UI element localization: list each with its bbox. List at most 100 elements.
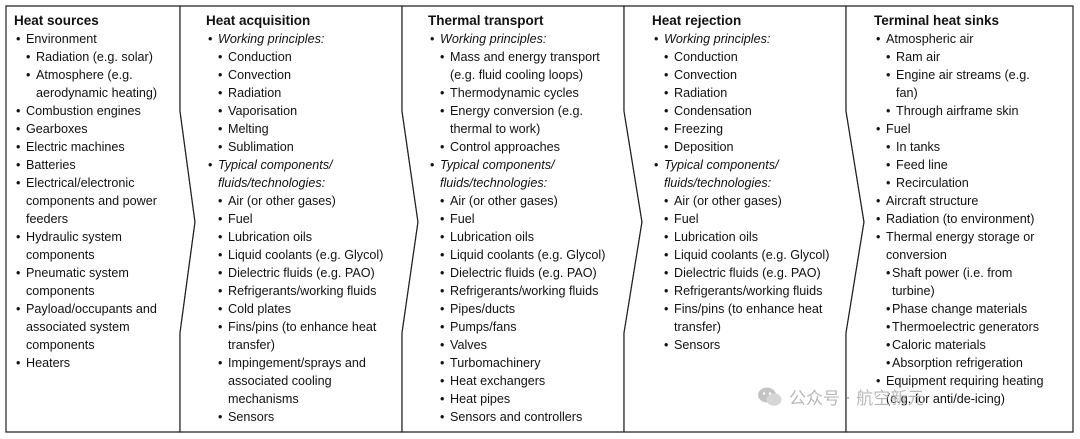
list-item: Lubrication oils: [428, 228, 624, 246]
list-item-continuation: transfer): [228, 338, 275, 352]
list-item: Engine air streams (e.g.: [874, 66, 1072, 84]
list-item-continuation: associated cooling: [228, 374, 332, 388]
section-header: Typical components/: [652, 156, 848, 174]
list-item: Dielectric fluids (e.g. PAO): [652, 264, 848, 282]
list-item: Valves: [428, 336, 624, 354]
list-item: Payload/occupants and: [14, 300, 182, 318]
list-item-continuation: components: [26, 248, 95, 262]
section-header: Working principles:: [428, 30, 624, 48]
list-item: Convection: [652, 66, 848, 84]
list-item: Melting: [206, 120, 402, 138]
list-item: Batteries: [14, 156, 182, 174]
list-item: Thermal energy storage or: [874, 228, 1072, 246]
list-item-continuation: (e.g. fluid cooling loops): [450, 68, 584, 82]
list-item: Sublimation: [206, 138, 402, 156]
item-list: EnvironmentRadiation (e.g. solar)Atmosph…: [14, 30, 182, 372]
list-item: Heat exchangers: [428, 372, 624, 390]
wechat-icon: [758, 387, 782, 406]
column-title: Thermal transport: [428, 13, 544, 28]
list-item-continuation: components: [26, 284, 95, 298]
list-item: Aircraft structure: [874, 192, 1072, 210]
list-item: Through airframe skin: [874, 102, 1072, 120]
list-item-continuation: fluids/technologies:: [664, 176, 772, 190]
section-header: Typical components/: [428, 156, 624, 174]
list-item: Cold plates: [206, 300, 402, 318]
list-item-continuation: mechanisms: [228, 392, 299, 406]
list-item-continuation: fan): [896, 86, 918, 100]
list-item: Convection: [206, 66, 402, 84]
section-header: Working principles:: [652, 30, 848, 48]
list-item: Liquid coolants (e.g. Glycol): [206, 246, 402, 264]
list-item: Air (or other gases): [652, 192, 848, 210]
list-item: Fins/pins (to enhance heat: [206, 318, 402, 336]
list-item: Control approaches: [428, 138, 624, 156]
list-item: Lubrication oils: [652, 228, 848, 246]
item-list: Atmospheric airRam airEngine air streams…: [874, 30, 1072, 408]
list-item-continuation: (e.g. for anti/de-icing): [886, 392, 1005, 406]
list-item: Combustion engines: [14, 102, 182, 120]
list-item: Sensors: [206, 408, 402, 426]
list-item: Vaporisation: [206, 102, 402, 120]
list-item: Feed line: [874, 156, 1072, 174]
list-item-continuation: fluids/technologies:: [218, 176, 326, 190]
list-item: Radiation: [206, 84, 402, 102]
list-item: Pneumatic system: [14, 264, 182, 282]
list-item: Absorption refrigeration: [874, 354, 1072, 372]
list-item: Refrigerants/working fluids: [206, 282, 402, 300]
list-item: Heaters: [14, 354, 182, 372]
list-item: Radiation (to environment): [874, 210, 1072, 228]
list-item: Radiation: [652, 84, 848, 102]
list-item-continuation: components and power: [26, 194, 157, 208]
list-item: Conduction: [652, 48, 848, 66]
item-list: Working principles:Mass and energy trans…: [428, 30, 624, 426]
list-item-continuation: fluids/technologies:: [440, 176, 548, 190]
list-item-continuation: associated system: [26, 320, 130, 334]
list-item: Pumps/fans: [428, 318, 624, 336]
list-item: Heat pipes: [428, 390, 624, 408]
list-item: Electrical/electronic: [14, 174, 182, 192]
list-item: Pipes/ducts: [428, 300, 624, 318]
list-item: Air (or other gases): [428, 192, 624, 210]
list-item: Recirculation: [874, 174, 1072, 192]
list-item-continuation: feeders: [26, 212, 69, 226]
list-item-continuation: conversion: [886, 248, 947, 262]
column-heat-sources: Heat sources EnvironmentRadiation (e.g. …: [14, 6, 182, 432]
column-title: Heat sources: [14, 13, 99, 28]
watermark-text: 公众号 · 航空新元: [789, 389, 925, 409]
list-item: Thermodynamic cycles: [428, 84, 624, 102]
column-thermal-transport: Thermal transport Working principles:Mas…: [428, 6, 624, 432]
list-item: Refrigerants/working fluids: [652, 282, 848, 300]
list-item: Phase change materials: [874, 300, 1072, 318]
list-item: Refrigerants/working fluids: [428, 282, 624, 300]
list-item: Environment: [14, 30, 182, 48]
watermark: 公众号 · 航空新元: [757, 384, 924, 409]
column-terminal-heat-sinks: Terminal heat sinks Atmospheric airRam a…: [874, 6, 1072, 432]
list-item: In tanks: [874, 138, 1072, 156]
list-item: Air (or other gases): [206, 192, 402, 210]
section-header: Working principles:: [206, 30, 402, 48]
list-item: Liquid coolants (e.g. Glycol): [428, 246, 624, 264]
list-item: Hydraulic system: [14, 228, 182, 246]
list-item: Equipment requiring heating: [874, 372, 1072, 390]
section-header: Typical components/: [206, 156, 402, 174]
list-item: Deposition: [652, 138, 848, 156]
list-item: Gearboxes: [14, 120, 182, 138]
list-item: Fuel: [428, 210, 624, 228]
list-item-continuation: aerodynamic heating): [36, 86, 158, 100]
list-item: Turbomachinery: [428, 354, 624, 372]
list-item: Fuel: [874, 120, 1072, 138]
list-item: Fins/pins (to enhance heat: [652, 300, 848, 318]
list-item: Fuel: [652, 210, 848, 228]
list-item-continuation: components: [26, 338, 95, 352]
item-list: Working principles:ConductionConvectionR…: [652, 30, 848, 354]
list-item: Thermoelectric generators: [874, 318, 1072, 336]
column-heat-acquisition: Heat acquisition Working principles:Cond…: [206, 6, 402, 432]
column-title: Terminal heat sinks: [874, 13, 1000, 28]
list-item-continuation: turbine): [892, 284, 935, 298]
list-item: Energy conversion (e.g.: [428, 102, 624, 120]
list-item: Lubrication oils: [206, 228, 402, 246]
list-item: Conduction: [206, 48, 402, 66]
list-item: Condensation: [652, 102, 848, 120]
list-item: Dielectric fluids (e.g. PAO): [206, 264, 402, 282]
list-item: Atmosphere (e.g.: [14, 66, 182, 84]
